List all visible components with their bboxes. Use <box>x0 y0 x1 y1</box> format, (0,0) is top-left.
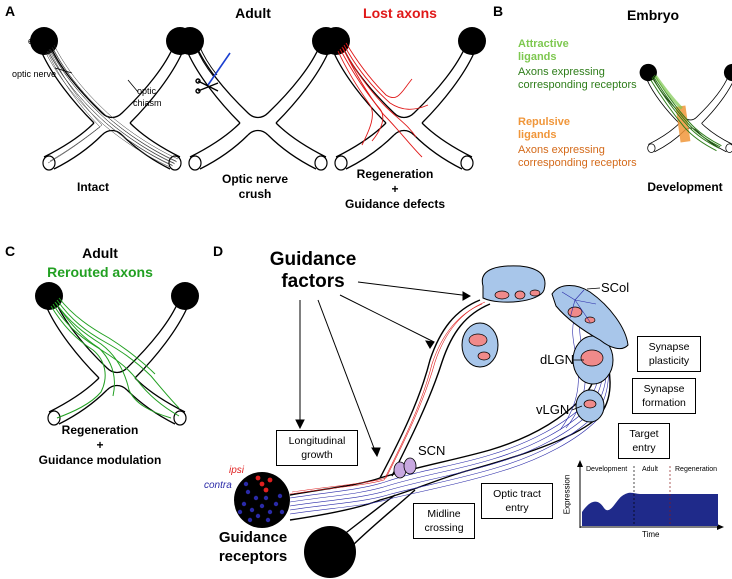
expression-inset <box>577 460 724 530</box>
thalamic-targets <box>461 322 614 423</box>
inset-phase-adult: Adult <box>642 466 658 473</box>
chiasm-intact <box>29 26 195 171</box>
chiasm-crush <box>175 26 341 171</box>
intact-caption: Intact <box>76 180 109 194</box>
development-caption: Development <box>647 180 723 194</box>
embryo-title: Embryo <box>626 7 680 23</box>
panel-letter-c: C <box>5 243 16 259</box>
chiasm-lost-axons <box>321 26 487 171</box>
superior-colliculus <box>481 265 629 350</box>
scn-nucleus <box>393 457 417 479</box>
c-caption-1: Regeneration <box>61 423 139 437</box>
scol-label: SCol <box>601 280 630 295</box>
contra-axons <box>289 315 609 515</box>
forceps-icon <box>195 78 219 94</box>
retina-eye <box>234 472 290 528</box>
crush-caption-2: crush <box>238 187 272 201</box>
scn-label: SCN <box>418 443 446 458</box>
inset-xlabel: Time <box>642 530 660 539</box>
c-caption-2: + <box>96 438 104 452</box>
panel-letter-d: D <box>213 243 224 259</box>
contralateral-eye <box>304 526 356 578</box>
panel-letter-b: B <box>493 3 504 19</box>
adult-title-c: Adult <box>82 245 118 261</box>
crush-caption-1: Optic nerve <box>221 172 289 186</box>
c-caption-3: Guidance modulation <box>38 453 162 467</box>
regen-caption-3: Guidance defects <box>344 197 446 211</box>
ipsi-label: ipsi <box>229 465 245 476</box>
inset-ylabel: Expression <box>562 474 572 515</box>
regen-caption-2: + <box>391 182 399 196</box>
optic-chiasm-label-1: optic <box>137 86 157 96</box>
lost-axons-title: Lost axons <box>363 5 437 21</box>
ipsi-axons <box>289 301 486 495</box>
inset-phase-development: Development <box>586 466 628 473</box>
chiasm-development <box>639 63 732 153</box>
contra-label: contra <box>204 480 232 491</box>
optic-chiasm-label-2: chiasm <box>133 98 162 108</box>
inset-phase-regeneration: Regeneration <box>675 466 718 473</box>
dlgn-label: dLGN <box>540 352 574 367</box>
adult-title-a: Adult <box>235 5 271 21</box>
panel-letter-a: A <box>5 3 16 19</box>
factor-arrows <box>295 281 472 458</box>
vlgn-label: vLGN <box>536 402 570 417</box>
leader-lines <box>29 39 601 411</box>
rerouted-axons-title: Rerouted axons <box>47 264 153 280</box>
optic-nerve-label: optic nerve <box>12 69 57 79</box>
chiasm-rerouted <box>34 281 200 426</box>
regen-caption-1: Regeneration <box>356 167 434 181</box>
